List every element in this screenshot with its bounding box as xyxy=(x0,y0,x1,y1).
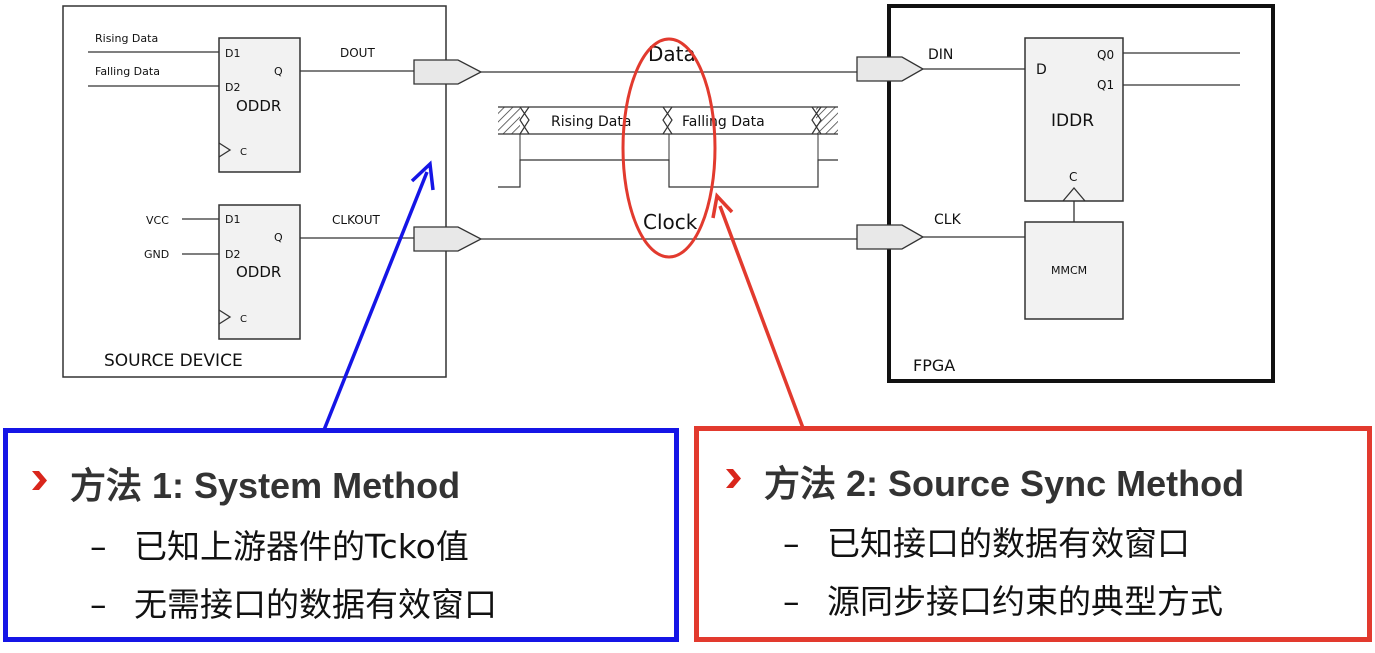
fpga-label: FPGA xyxy=(913,356,955,375)
data-eye-falling xyxy=(811,106,822,135)
fpga: FPGA DIN CLK IDDR D Q0 Q1 C MMCM xyxy=(856,4,1275,383)
clock-waveform xyxy=(498,159,838,188)
data-wire-label: Data xyxy=(648,42,696,66)
din-label: DIN xyxy=(928,47,953,63)
method1-box: 方法 1: System Method –已知上游器件的Tcko值 –无需接口的… xyxy=(3,428,679,642)
oddr-data-pin-c: C xyxy=(240,147,247,158)
hatched-region-left xyxy=(498,107,520,134)
input-gnd: GND xyxy=(144,248,169,261)
oddr-clock-pin-d2: D2 xyxy=(225,248,240,261)
iddr-pin-q0: Q0 xyxy=(1097,48,1114,62)
input-falling-data: Falling Data xyxy=(95,65,160,78)
clkout-label: CLKOUT xyxy=(332,213,381,227)
clock-triangle xyxy=(218,142,232,158)
source-device-label: SOURCE DEVICE xyxy=(104,351,243,371)
oddr-clock-pin-q: Q xyxy=(274,231,283,244)
blue-arrow xyxy=(322,160,435,431)
mmcm-block: MMCM xyxy=(1024,221,1124,320)
clock-triangle xyxy=(218,309,232,325)
highlight-ellipse xyxy=(621,37,717,259)
iddr-pin-c: C xyxy=(1069,170,1077,184)
iddr-pin-q1: Q1 xyxy=(1097,78,1114,92)
iddr-pin-d: D xyxy=(1036,62,1047,78)
red-arrow xyxy=(711,192,805,429)
clock-triangle xyxy=(1062,186,1086,202)
source-device-frame xyxy=(62,5,447,378)
iddr-name: IDDR xyxy=(1051,111,1094,131)
oddr-data-block: ODDR D1 D2 Q C Rising Data Falling Data … xyxy=(88,32,414,173)
mmcm-name: MMCM xyxy=(1051,264,1087,277)
dout-label: DOUT xyxy=(340,46,375,60)
source-device: SOURCE DEVICE ODDR D1 D2 Q C Rising Data… xyxy=(62,5,483,378)
oddr-clock-name: ODDR xyxy=(236,263,281,281)
method1-title: 方法 1: System Method xyxy=(70,465,461,506)
oddr-data-pin-d1: D1 xyxy=(225,47,240,60)
oddr-clock-pin-c: C xyxy=(240,314,247,325)
timing-waveform: Rising Data Falling Data xyxy=(498,106,838,188)
method1-bullet-1: –已知上游器件的Tcko值 xyxy=(90,527,469,566)
clk-label: CLK xyxy=(934,212,962,228)
oddr-clock-pin-d1: D1 xyxy=(225,213,240,226)
method2-bullet-1: –已知接口的数据有效窗口 xyxy=(783,524,1190,563)
clock-wire-label: Clock xyxy=(643,210,698,234)
hatched-region-right xyxy=(816,107,838,134)
data-eye-rising xyxy=(519,106,530,135)
method2-box: 方法 2: Source Sync Method –已知接口的数据有效窗口 –源… xyxy=(694,426,1372,642)
input-vcc: VCC xyxy=(146,214,169,227)
input-rising-data: Rising Data xyxy=(95,32,158,45)
method2-title: 方法 2: Source Sync Method xyxy=(764,463,1245,504)
chevron-right-icon xyxy=(726,469,741,488)
iddr-block: IDDR D Q0 Q1 C xyxy=(1024,37,1240,202)
input-buffer-data xyxy=(856,56,925,82)
output-buffer-data xyxy=(413,59,483,85)
data-eye-middle xyxy=(662,106,673,135)
output-buffer-clock xyxy=(413,226,483,252)
oddr-data-pin-d2: D2 xyxy=(225,81,240,94)
fpga-frame xyxy=(887,4,1275,383)
oddr-data-name: ODDR xyxy=(236,97,281,115)
method2-bullet-2: –源同步接口约束的典型方式 xyxy=(783,582,1223,621)
timing-falling-label: Falling Data xyxy=(682,114,765,130)
method1-bullet-2: –无需接口的数据有效窗口 xyxy=(90,585,497,624)
oddr-clock-block: ODDR D1 D2 Q C VCC GND CLKOUT xyxy=(144,204,414,340)
chevron-right-icon xyxy=(32,471,47,490)
input-buffer-clock xyxy=(856,224,925,250)
oddr-data-pin-q: Q xyxy=(274,65,283,78)
timing-rising-label: Rising Data xyxy=(551,114,631,130)
